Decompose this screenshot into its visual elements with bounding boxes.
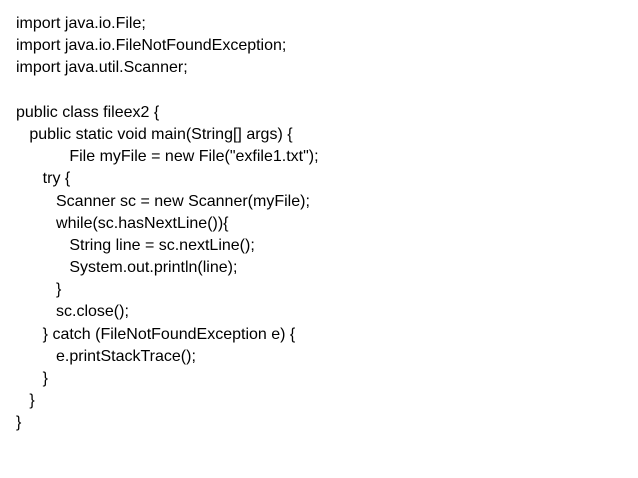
code-line-10: while(sc.hasNextLine()){ [16, 214, 229, 232]
code-line-6: public static void main(String[] args) { [16, 125, 293, 143]
code-line-16: e.printStackTrace(); [16, 347, 196, 365]
code-line-15: } catch (FileNotFoundException e) { [16, 325, 296, 343]
code-line-1: import java.io.File; [16, 15, 146, 32]
code-line-18: } [16, 392, 35, 410]
code-line-11: String line = sc.nextLine(); [16, 236, 255, 254]
code-line-7: File myFile = new File("exfile1.txt"); [16, 148, 319, 166]
code-line-9: Scanner sc = new Scanner(myFile); [16, 192, 310, 210]
code-line-5: public class fileex2 { [16, 103, 160, 121]
code-block: import java.io.File; import java.io.File… [16, 13, 319, 435]
code-line-3: import java.util.Scanner; [16, 59, 188, 77]
code-line-2: import java.io.FileNotFoundException; [16, 37, 287, 55]
code-line-13: } [16, 281, 62, 299]
code-line-19: } [16, 414, 22, 432]
code-line-14: sc.close(); [16, 303, 129, 321]
code-line-17: } [16, 370, 49, 387]
code-line-12: System.out.println(line); [16, 259, 238, 277]
code-line-4 [16, 80, 319, 102]
code-line-8: try { [16, 170, 71, 188]
